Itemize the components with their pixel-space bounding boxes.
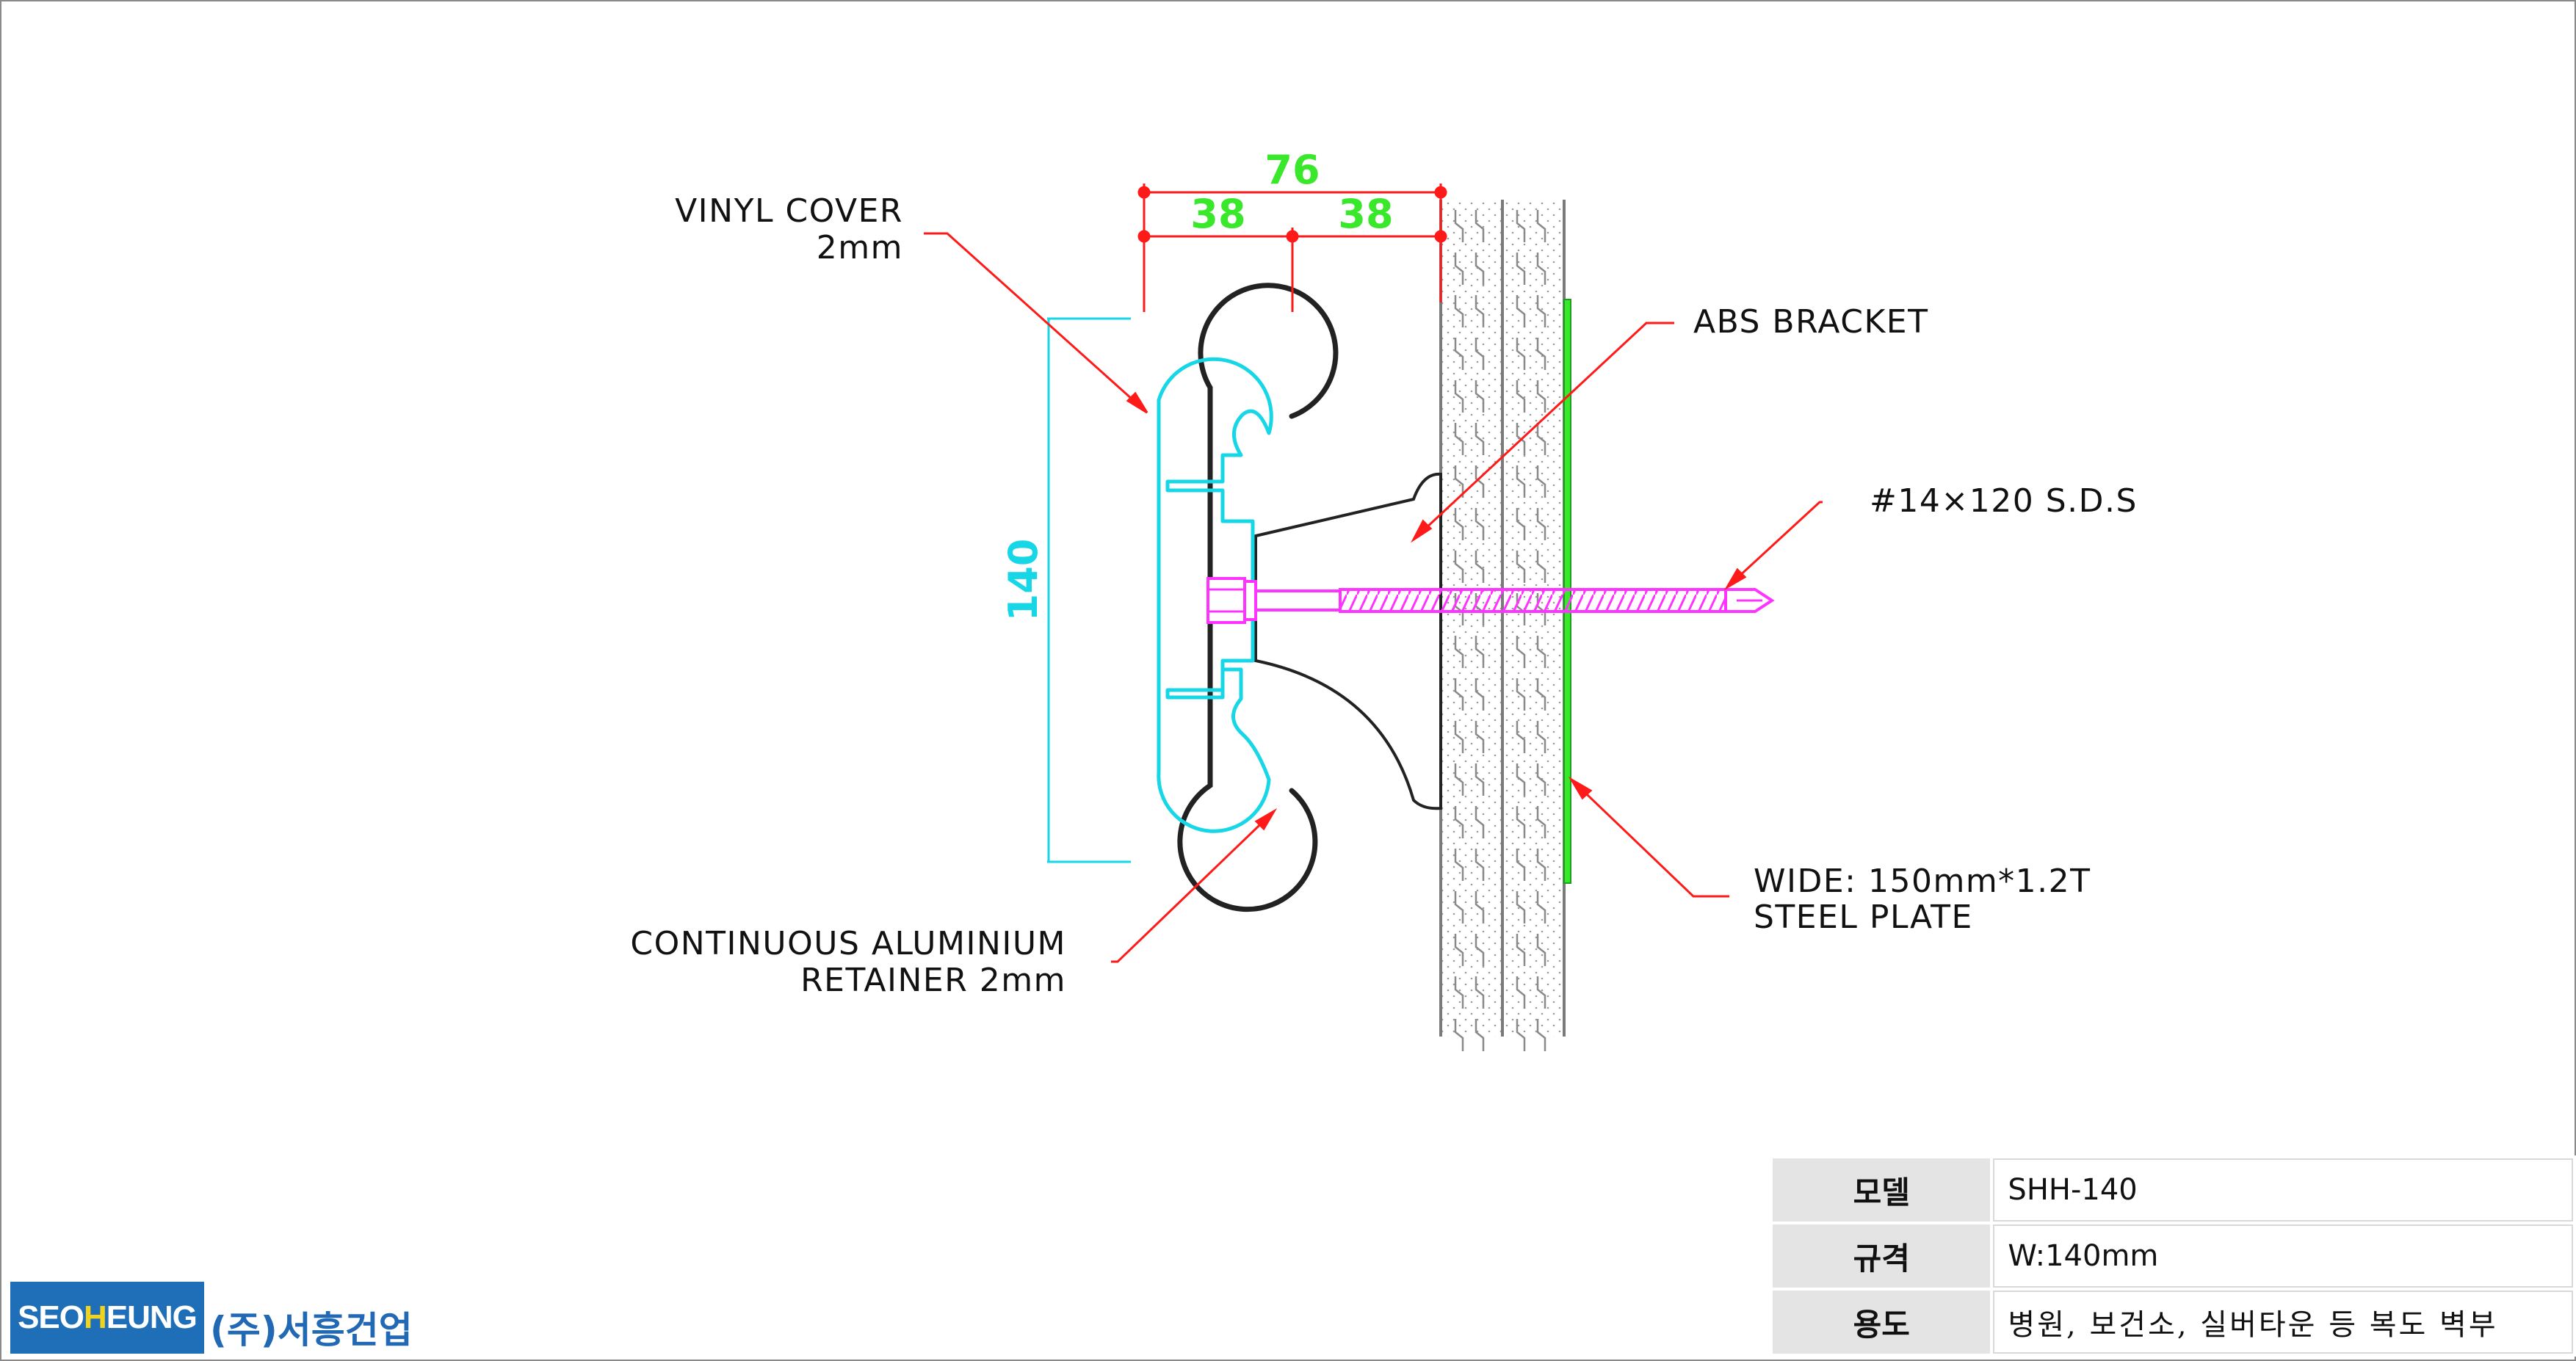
- label-retainer: CONTINUOUS ALUMINIUM: [630, 925, 1066, 962]
- logo-text-seo: SEO: [18, 1299, 84, 1335]
- seoheung-logo: SEOHEUNG: [10, 1282, 204, 1354]
- label-screw: #14×120 S.D.S: [1870, 482, 2138, 520]
- wall-panels: [1439, 200, 1566, 1051]
- spec-row-model: 모델 SHH-140: [1773, 1158, 2573, 1222]
- leader-lines: [924, 232, 1823, 963]
- dimension-depth: [1137, 184, 1447, 312]
- spec-key: 규격: [1773, 1224, 1991, 1288]
- logo-text-h: H: [84, 1299, 107, 1335]
- logo-text-eung: EUNG: [106, 1299, 198, 1335]
- label-abs-bracket: ABS BRACKET: [1693, 303, 1928, 341]
- spec-row-usage: 용도 병원, 보건소, 실버타운 등 복도 벽부: [1773, 1291, 2573, 1354]
- dim-38-right: 38: [1338, 191, 1393, 237]
- label-vinyl-cover: VINYL COVER: [675, 192, 903, 230]
- company-name: (주)서흥건업: [210, 1309, 413, 1351]
- label-steel-plate-size: WIDE: 150mm*1.2T: [1754, 863, 2091, 900]
- spec-row-size: 규격 W:140mm: [1773, 1224, 2573, 1288]
- dim-140: 140: [1000, 539, 1046, 622]
- abs-bracket: [1254, 472, 1442, 810]
- spec-table: 모델 SHH-140 규격 W:140mm 용도 병원, 보건소, 실버타운 등…: [1770, 1155, 2576, 1357]
- spec-key: 용도: [1773, 1291, 1991, 1354]
- spec-key: 모델: [1773, 1158, 1991, 1222]
- label-retainer-thickness: RETAINER 2mm: [800, 962, 1066, 999]
- spec-value: 병원, 보건소, 실버타운 등 복도 벽부: [1993, 1291, 2573, 1354]
- label-vinyl-cover-thickness: 2mm: [817, 229, 903, 266]
- dim-38-left: 38: [1190, 191, 1245, 237]
- spec-value: W:140mm: [1993, 1224, 2573, 1288]
- aluminium-retainer: [1157, 357, 1273, 833]
- dimension-height: [1047, 317, 1131, 863]
- spec-value: SHH-140: [1993, 1158, 2573, 1222]
- label-steel-plate: STEEL PLATE: [1754, 899, 1973, 936]
- vinyl-cover: [1177, 283, 1339, 912]
- dim-76: 76: [1265, 147, 1320, 193]
- screw-sds: [1206, 577, 1775, 624]
